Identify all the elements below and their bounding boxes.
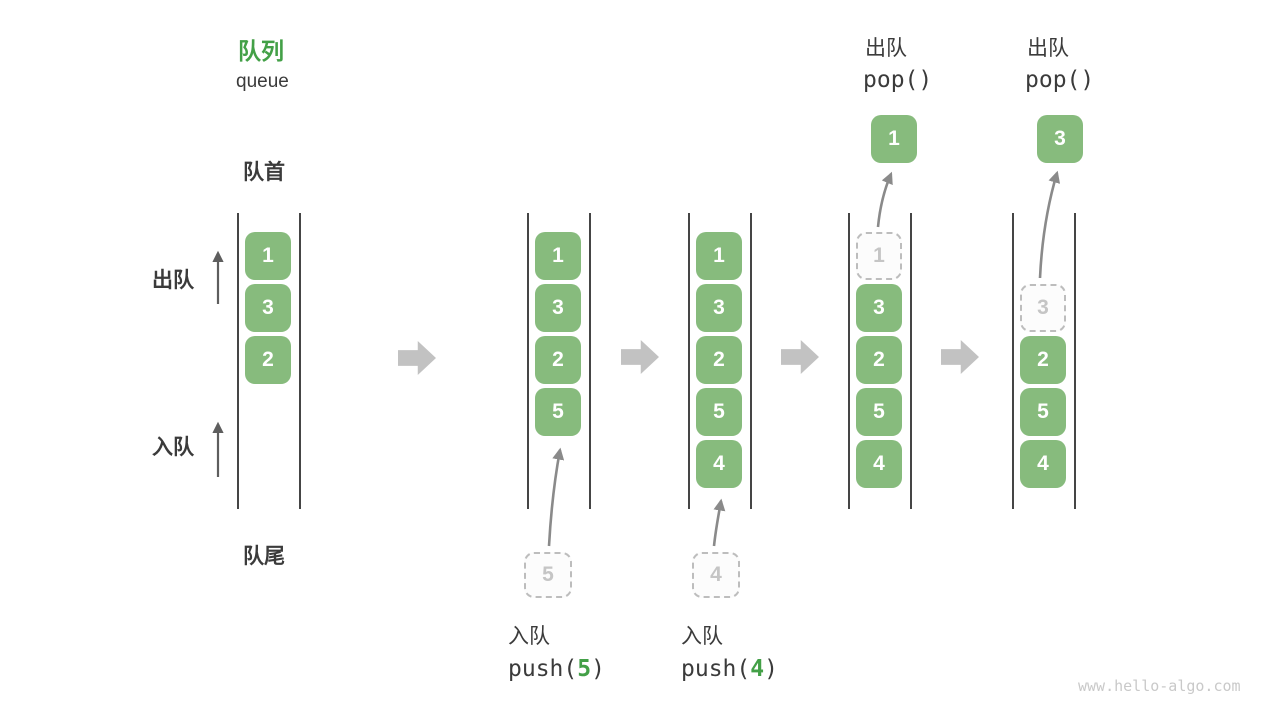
queue-cell: 1 (535, 232, 581, 280)
push-arrow-icon (712, 498, 726, 547)
step-arrow-icon (941, 340, 979, 374)
diagram-title-zh: 队列 (238, 38, 284, 64)
queue-cell: 2 (1020, 336, 1066, 384)
queue-cell: 2 (535, 336, 581, 384)
queue-cell: 5 (535, 388, 581, 436)
push-code-arg: 4 (750, 656, 765, 682)
ghost-cell: 1 (856, 232, 902, 280)
column4-wall-left (848, 213, 850, 509)
queue-cell: 3 (245, 284, 291, 332)
push-code-suffix: ) (591, 656, 605, 682)
queue-rear-label: 队尾 (243, 545, 285, 568)
ghost-cell: 3 (1020, 284, 1066, 332)
column1-wall-left (237, 213, 239, 509)
column5-wall-left (1012, 213, 1014, 509)
push-op-label-zh: 入队 (508, 625, 550, 648)
pop-arrow-icon (876, 171, 893, 228)
queue-cell: 2 (696, 336, 742, 384)
column1-wall-right (299, 213, 301, 509)
column2-wall-left (527, 213, 529, 509)
pop-op-label-zh: 出队 (1027, 37, 1069, 60)
queue-cell: 1 (245, 232, 291, 280)
push-op-label-zh: 入队 (681, 625, 723, 648)
column3-wall-left (688, 213, 690, 509)
column5-wall-right (1074, 213, 1076, 509)
popped-cell: 3 (1037, 115, 1083, 163)
push-code-prefix: push( (681, 656, 751, 682)
push-code-arg: 5 (577, 656, 592, 682)
queue-cell: 4 (1020, 440, 1066, 488)
step-arrow-icon (621, 340, 659, 374)
dequeue-side-label: 出队 (152, 269, 194, 292)
queue-cell: 1 (696, 232, 742, 280)
pending-cell: 5 (524, 552, 572, 598)
column2-wall-right (589, 213, 591, 509)
watermark: www.hello-algo.com (1078, 677, 1241, 695)
queue-front-label: 队首 (243, 161, 285, 184)
step-arrow-icon (398, 341, 436, 375)
step-arrow-icon (781, 340, 819, 374)
push-op-code: push(4) (681, 656, 778, 682)
pop-op-code: pop() (863, 67, 933, 93)
queue-cell: 4 (856, 440, 902, 488)
queue-cell: 5 (696, 388, 742, 436)
queue-cell: 2 (856, 336, 902, 384)
column4-wall-right (910, 213, 912, 509)
pop-op-label-zh: 出队 (865, 37, 907, 60)
queue-cell: 5 (1020, 388, 1066, 436)
queue-cell: 3 (856, 284, 902, 332)
push-arrow-icon (547, 447, 565, 547)
popped-cell: 1 (871, 115, 917, 163)
queue-cell: 4 (696, 440, 742, 488)
push-code-prefix: push( (508, 656, 578, 682)
queue-cell: 3 (696, 284, 742, 332)
column3-wall-right (750, 213, 752, 509)
diagram-title-en: queue (236, 71, 289, 92)
queue-cell: 5 (856, 388, 902, 436)
push-code-suffix: ) (764, 656, 778, 682)
pending-cell: 4 (692, 552, 740, 598)
pop-arrow-icon (1038, 170, 1061, 279)
push-op-code: push(5) (508, 656, 605, 682)
queue-cell: 2 (245, 336, 291, 384)
queue-cell: 3 (535, 284, 581, 332)
enqueue-side-label: 入队 (152, 436, 194, 459)
pop-op-code: pop() (1025, 67, 1095, 93)
